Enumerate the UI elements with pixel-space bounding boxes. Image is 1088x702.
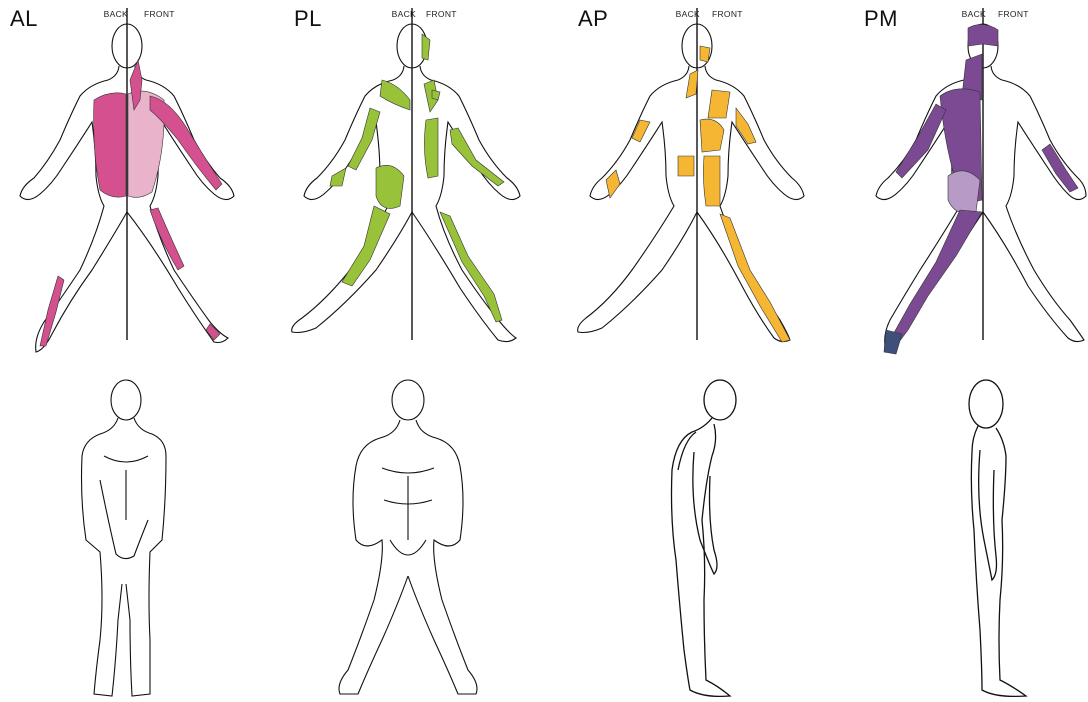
highlighted-muscles <box>606 46 790 342</box>
body-diagram <box>272 0 544 702</box>
highlighted-muscles <box>330 34 504 322</box>
lower-figure-front <box>82 380 167 696</box>
body-diagram <box>544 0 816 702</box>
panel-al: AL BACK FRONT <box>0 0 272 702</box>
body-diagram <box>816 0 1088 702</box>
panel-pl: PL BACK FRONT <box>272 0 544 702</box>
lower-figure-front <box>339 380 477 694</box>
highlighted-muscles <box>40 60 222 346</box>
lower-figure-side <box>672 380 737 696</box>
lower-figure-side <box>969 380 1026 696</box>
highlighted-muscles <box>884 24 1078 354</box>
panel-pm: PM BACK FRONT <box>816 0 1088 702</box>
panel-ap: AP BACK FRONT <box>544 0 816 702</box>
body-diagram <box>0 0 272 702</box>
